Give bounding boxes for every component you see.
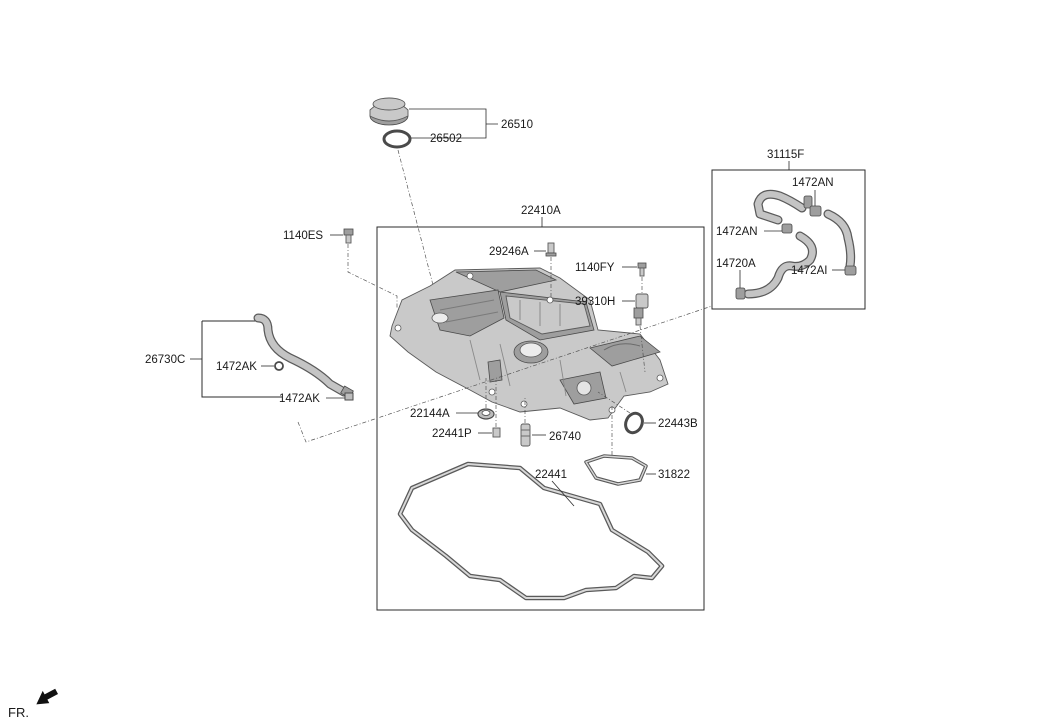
dash-hose-to-kit [297, 305, 713, 443]
hose-assembly-bracket [201, 320, 282, 398]
label-1472ai: 1472AI [791, 265, 827, 277]
label-22441: 22441 [535, 469, 567, 481]
breather-hose-right[interactable] [809, 205, 856, 271]
breather-hose-upper[interactable] [753, 189, 813, 225]
label-22410a: 22410A [521, 205, 561, 217]
dash-1140es [347, 244, 398, 308]
bolt-22441p[interactable] [492, 427, 501, 438]
leader-26510 [409, 108, 498, 139]
label-1472an-b: 1472AN [716, 226, 758, 238]
front-direction-label: FR. [8, 705, 29, 720]
seal-22443b[interactable] [623, 411, 646, 436]
label-22441p: 22441P [432, 428, 472, 440]
label-1472ak-a: 1472AK [216, 361, 257, 373]
clamp-1472ak-a[interactable] [274, 361, 284, 371]
dash-cap-to-cover [397, 149, 441, 313]
pcv-valve-26740[interactable] [520, 423, 531, 447]
label-31822: 31822 [658, 469, 690, 481]
bolt-1140es[interactable] [343, 228, 354, 244]
leader-22441 [551, 480, 575, 507]
gasket-31822[interactable] [584, 454, 648, 486]
rocker-cover[interactable] [389, 267, 669, 421]
breather-hose-lower[interactable] [735, 223, 857, 300]
label-22144a: 22144A [410, 408, 450, 420]
sensor-39310h[interactable] [633, 293, 649, 326]
label-39310h: 39310H [575, 296, 615, 308]
label-26502: 26502 [430, 133, 462, 145]
label-1472an-a: 1472AN [792, 177, 834, 189]
label-26510: 26510 [501, 119, 533, 131]
breather-kit-box [711, 169, 866, 310]
plug-29246a[interactable] [545, 242, 557, 257]
seal-22144a[interactable] [477, 408, 495, 420]
filler-cap-seal[interactable] [382, 129, 412, 149]
dash-22443b [597, 391, 631, 414]
clamp-1472ak-b[interactable] [344, 392, 354, 401]
label-29246a: 29246A [489, 246, 529, 258]
pcv-hose-26730c[interactable] [253, 313, 354, 399]
front-arrow-icon [36, 688, 59, 705]
label-26730c: 26730C [145, 354, 185, 366]
dash-39310h [639, 325, 646, 373]
label-14720a: 14720A [716, 258, 756, 270]
label-22443b: 22443B [658, 418, 698, 430]
label-1140fy: 1140FY [575, 262, 615, 274]
oil-filler-cap[interactable] [369, 97, 409, 126]
label-1472ak-b: 1472AK [279, 393, 320, 405]
bolt-1140fy[interactable] [637, 262, 647, 277]
gasket-22441[interactable] [397, 461, 665, 601]
label-1140es: 1140ES [283, 230, 323, 242]
label-31115f: 31115F [767, 149, 804, 161]
label-26740: 26740 [549, 431, 581, 443]
